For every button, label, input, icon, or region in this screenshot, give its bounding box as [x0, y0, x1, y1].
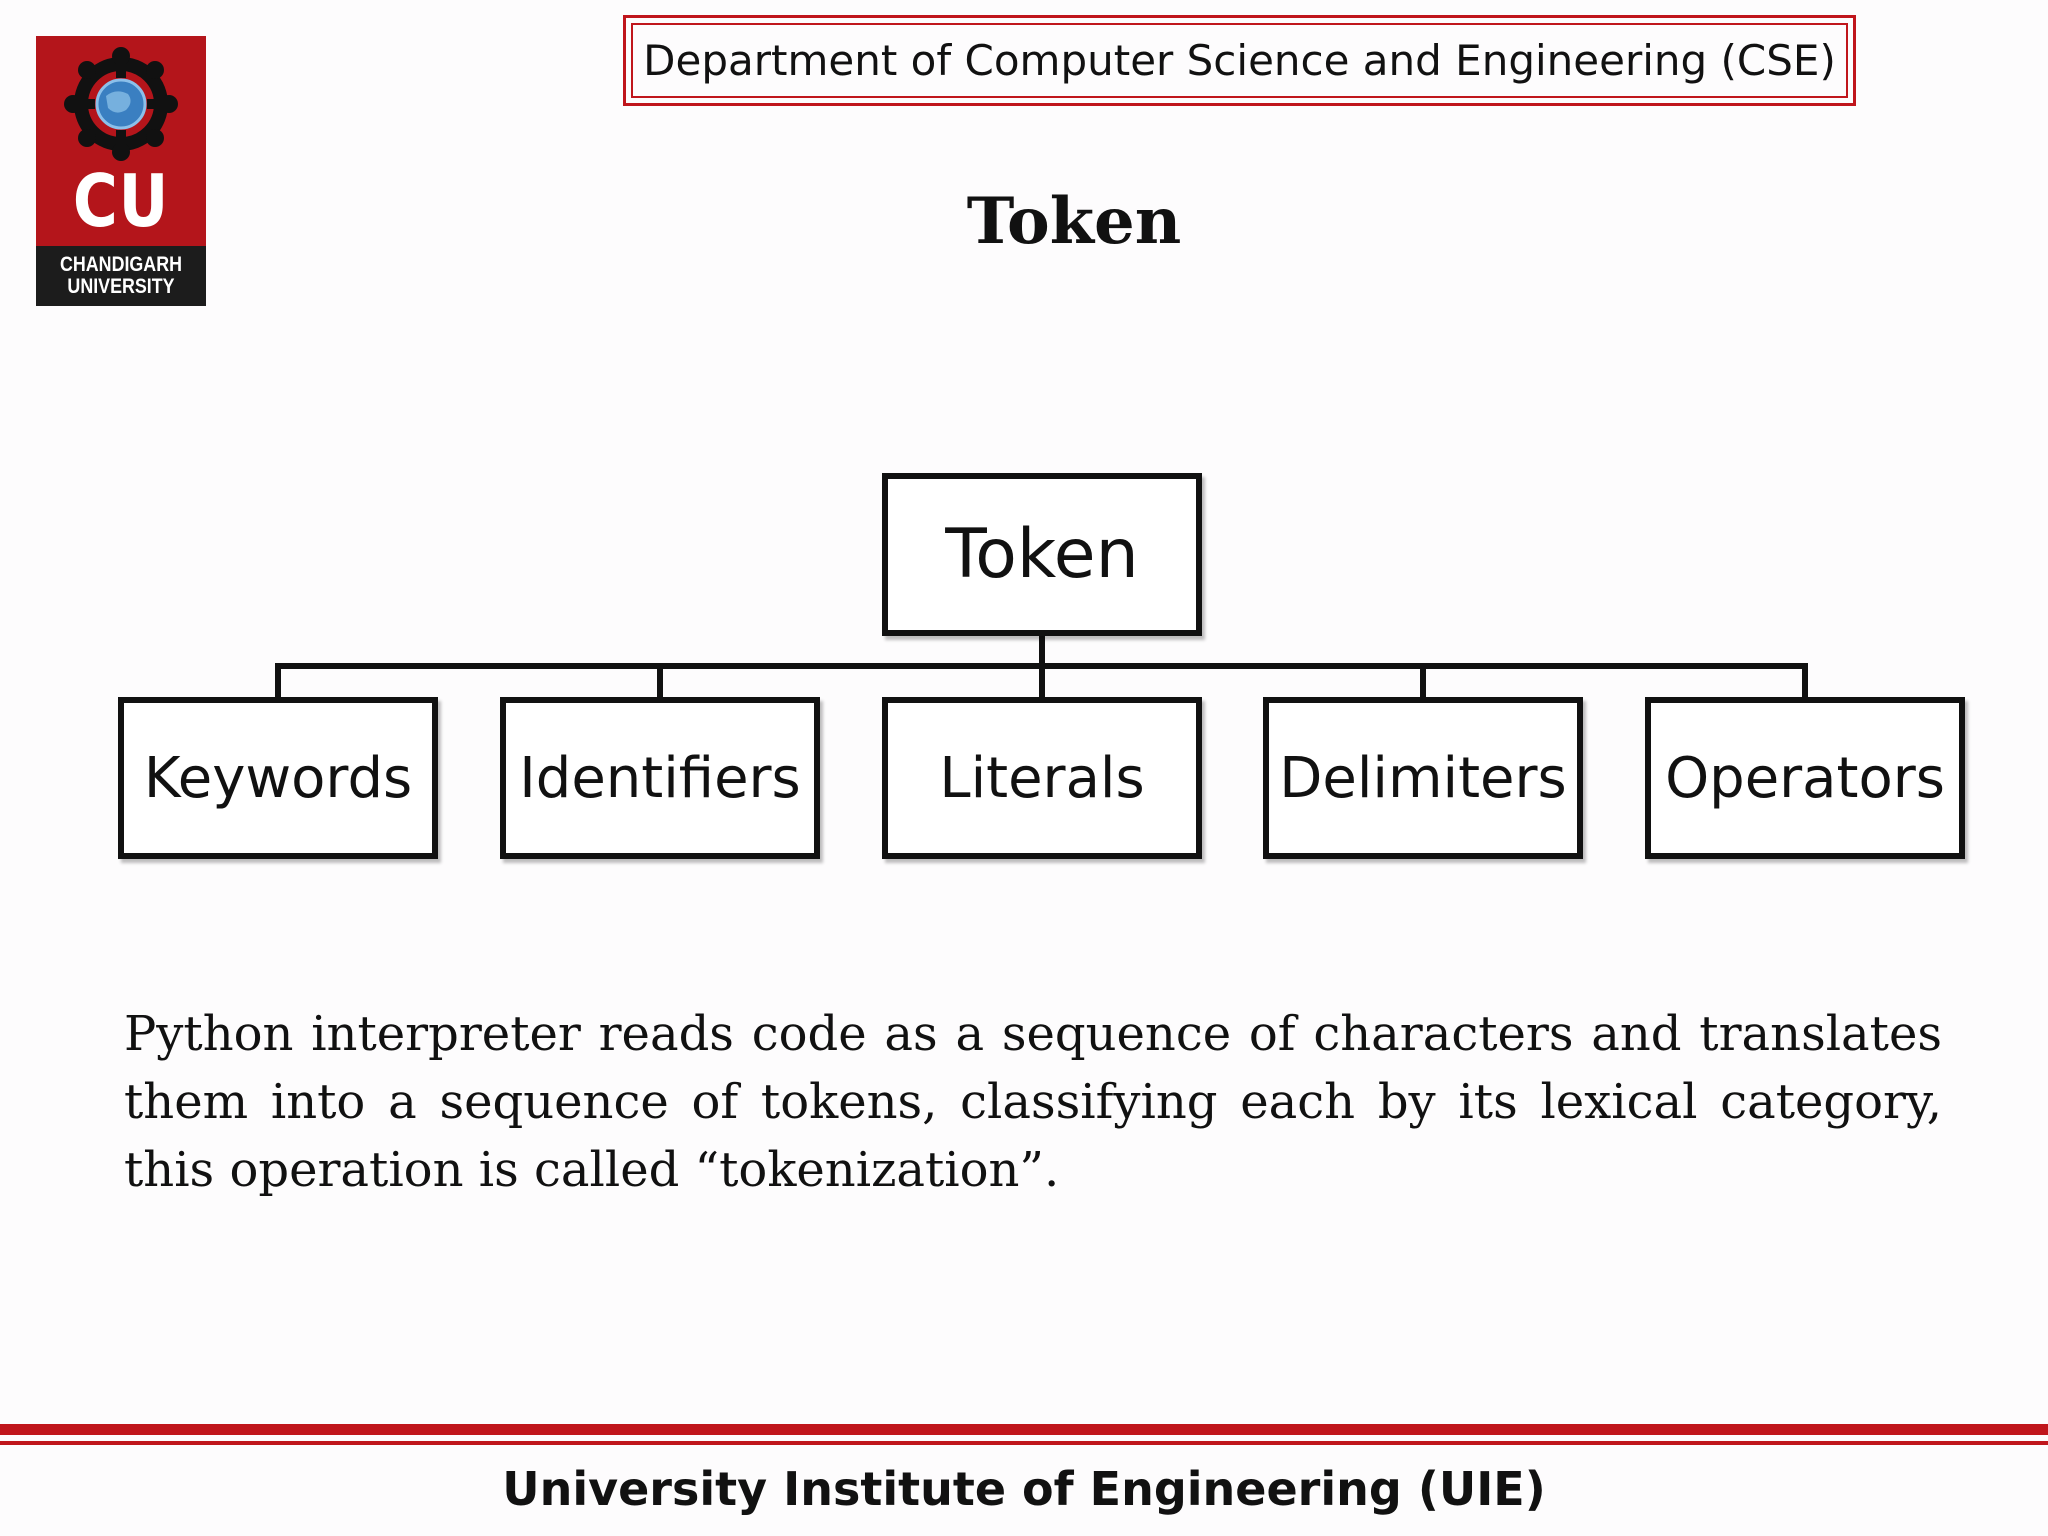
node-keywords: Keywords: [118, 697, 438, 859]
department-name: Department of Computer Science and Engin…: [643, 36, 1836, 85]
root-stem: [1039, 636, 1045, 667]
department-header-inner: Department of Computer Science and Engin…: [631, 23, 1848, 98]
footer-institute: University Institute of Engineering (UIE…: [502, 1462, 1546, 1516]
footer-divider-thick: [0, 1424, 2048, 1435]
stem-operators: [1802, 663, 1808, 697]
node-literals: Literals: [882, 697, 1202, 859]
stem-delimiters: [1420, 663, 1426, 697]
node-operators: Operators: [1645, 697, 1965, 859]
cu-emblem-icon: [64, 47, 178, 161]
logo-letters: CU: [72, 159, 170, 243]
department-header-box: Department of Computer Science and Engin…: [623, 15, 1856, 106]
node-delimiters: Delimiters: [1263, 697, 1583, 859]
footer-divider-thin: [0, 1441, 2048, 1445]
university-logo: CU CHANDIGARH UNIVERSITY: [36, 36, 206, 306]
stem-identifiers: [657, 663, 663, 697]
description-paragraph: Python interpreter reads code as a seque…: [124, 1006, 1942, 1198]
logo-name-band: [36, 246, 206, 306]
slide-title: Token: [966, 184, 1182, 259]
stem-literals: [1039, 663, 1045, 697]
node-identifiers: Identifiers: [500, 697, 820, 859]
node-token: Token: [882, 473, 1202, 636]
logo-name-line1: CHANDIGARH: [60, 253, 182, 276]
stem-keywords: [275, 663, 281, 697]
logo-name-line2: UNIVERSITY: [67, 275, 175, 298]
